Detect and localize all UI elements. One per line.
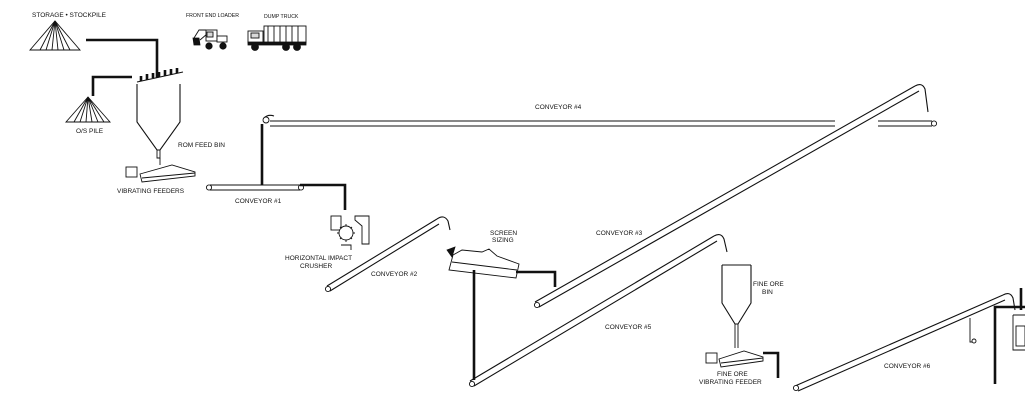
front-end-loader-icon	[192, 29, 228, 50]
screen-label-line1: SCREEN	[490, 230, 517, 237]
conveyor-5-label: CONVEYOR #5	[605, 324, 652, 331]
fine-ore-feeder-icon	[705, 350, 764, 368]
conveyor-6-support	[969, 318, 974, 343]
conveyor-6-label: CONVEYOR #6	[884, 363, 931, 370]
conveyor-1: CONVEYOR #1	[205, 184, 305, 205]
crusher-feed-line	[300, 183, 347, 210]
dump-truck-label: DUMP TRUCK	[264, 14, 299, 20]
downstream-equipment	[993, 288, 1025, 384]
conveyor-1-label: CONVEYOR #1	[235, 198, 282, 205]
impact-crusher-icon	[330, 215, 370, 250]
fine-ore-feeder-label-line1: FINE ORE	[717, 371, 748, 378]
rom-feed-bin: ROM FEED BIN	[136, 84, 225, 159]
hopper-icon	[136, 84, 181, 159]
fine-ore-hopper-icon	[721, 264, 752, 348]
vibrating-screen-icon	[446, 246, 520, 279]
horizontal-impact-crusher: HORIZONTAL IMPACT CRUSHER	[285, 215, 370, 270]
conveyor-6: CONVEYOR #6	[792, 292, 1016, 392]
crusher-label-line1: HORIZONTAL IMPACT	[285, 255, 352, 262]
vibrating-feeder-icon	[125, 164, 196, 183]
crusher-label-line2: CRUSHER	[300, 263, 332, 270]
os-pile-return-line	[91, 75, 132, 96]
screen-oversize-line	[516, 270, 557, 287]
vibrating-feeders: VIBRATING FEEDERS	[117, 158, 196, 195]
rom-feed-bin-label: ROM FEED BIN	[178, 142, 225, 149]
vibrating-feeders-label: VIBRATING FEEDERS	[117, 188, 185, 195]
screen-label-line2: SIZING	[492, 237, 514, 244]
conveyor-4: CONVEYOR #4	[262, 104, 938, 127]
grizzly-icon	[136, 68, 184, 83]
downstream-hopper	[1012, 314, 1025, 351]
conveyor-3-label: CONVEYOR #3	[596, 230, 643, 237]
fine-ore-feeder-label-line2: VIBRATING FEEDER	[699, 379, 762, 386]
front-end-loader: FRONT END LOADER	[186, 13, 239, 50]
fine-ore-bin: FINE ORE BIN	[721, 264, 784, 348]
front-end-loader-label: FRONT END LOADER	[186, 13, 239, 19]
stockpile-feed-line	[86, 38, 159, 78]
conveyor-2: CONVEYOR #2	[324, 216, 451, 293]
fine-ore-bin-label-line2: BIN	[762, 289, 773, 296]
storage-stockpile-label: STORAGE • STOCKPILE	[32, 12, 107, 19]
storage-stockpile: STORAGE • STOCKPILE	[29, 12, 107, 51]
fine-ore-discharge-line	[763, 351, 780, 378]
conveyor-3: CONVEYOR #3	[533, 83, 929, 309]
dump-truck-icon	[247, 25, 307, 51]
os-stockpile-icon	[65, 96, 111, 123]
stockpile-icon	[29, 20, 81, 51]
downstream-frame	[993, 305, 1025, 384]
conveyor-5: CONVEYOR #5	[468, 233, 728, 388]
fine-ore-vibrating-feeder: FINE ORE VIBRATING FEEDER	[699, 350, 780, 386]
os-pile: O/S PILE	[65, 75, 132, 135]
dump-truck: DUMP TRUCK	[247, 14, 307, 51]
conveyor-2-label: CONVEYOR #2	[371, 271, 418, 278]
os-pile-label: O/S PILE	[76, 128, 104, 135]
screen-sizing: SCREEN SIZING	[446, 230, 557, 380]
downstream-unit	[1015, 325, 1025, 347]
conveyor-4-label: CONVEYOR #4	[535, 104, 582, 111]
fine-ore-bin-label-line1: FINE ORE	[753, 281, 784, 288]
